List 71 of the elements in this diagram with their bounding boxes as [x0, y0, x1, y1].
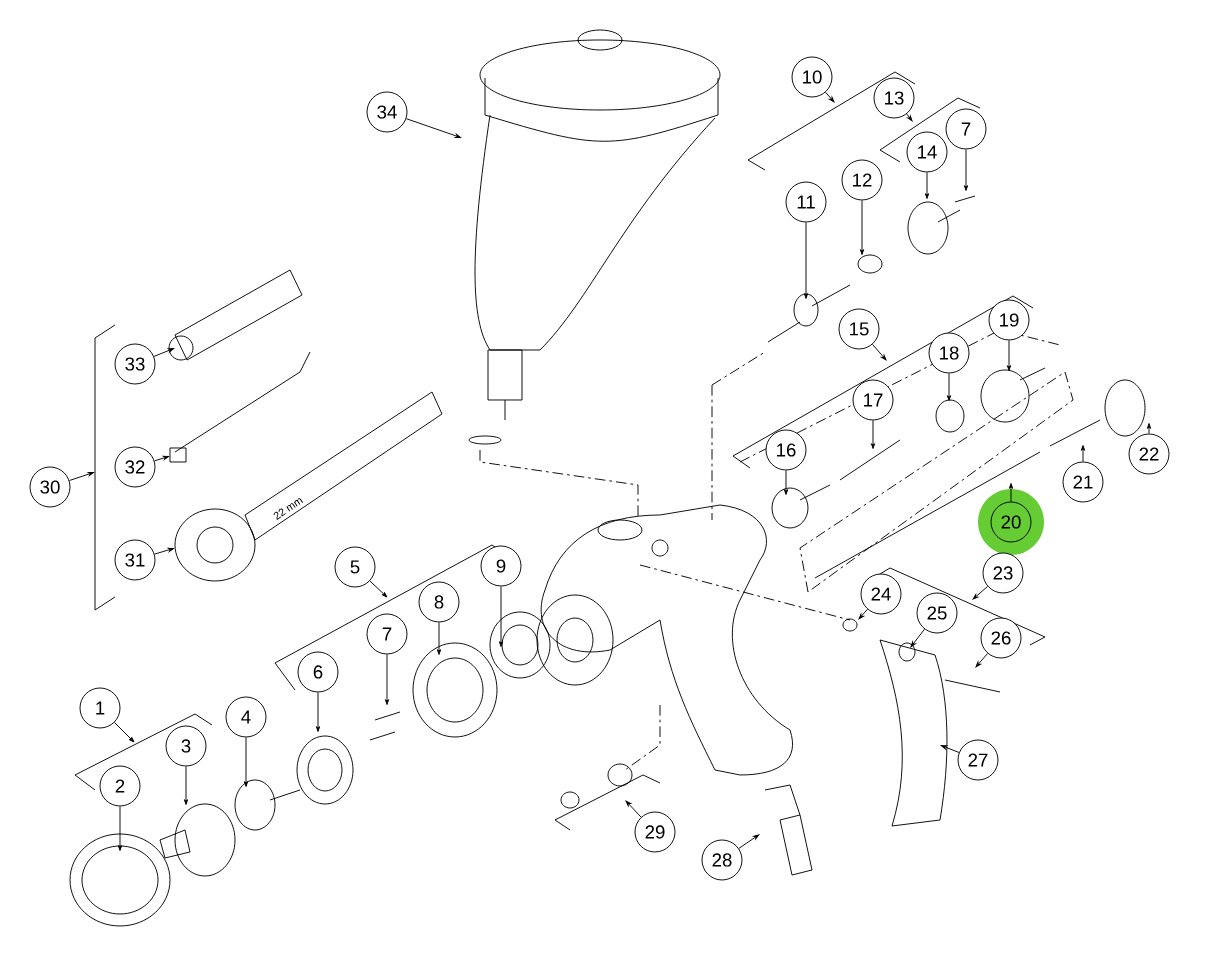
leader-arrow [369, 580, 388, 598]
leader-arrow [114, 722, 135, 743]
leader-arrow [783, 470, 789, 495]
callout-number: 18 [928, 332, 970, 374]
callout-number: 7 [366, 613, 408, 655]
leader-arrow [940, 745, 960, 753]
leader-arrow [243, 737, 249, 787]
callout-number: 21 [1062, 461, 1104, 503]
leader-arrow [1080, 445, 1086, 462]
leader-arrow [436, 622, 442, 655]
callout-number: 8 [418, 581, 460, 623]
leader-arrow [1006, 340, 1012, 371]
callout-number: 22 [1128, 433, 1170, 475]
callout-number: 12 [841, 159, 883, 201]
callout-number: 33 [114, 343, 156, 385]
leader-arrow [1008, 483, 1014, 502]
leader-arrow [972, 585, 989, 600]
leader-arrow [924, 172, 930, 199]
leader-arrow [872, 343, 887, 361]
callout-number: 25 [916, 592, 958, 634]
callout-number: 26 [980, 617, 1022, 659]
callout-number: 32 [114, 446, 156, 488]
leader-arrow [117, 806, 123, 851]
callout-number: 15 [838, 308, 880, 350]
callout-number: 16 [765, 429, 807, 471]
part-label: 22 mm [273, 498, 303, 520]
leader-arrow [870, 420, 876, 449]
callout-number: 2 [99, 765, 141, 807]
leader-arrow [405, 118, 462, 138]
callout-number: 5 [334, 546, 376, 588]
leader-arrow [910, 628, 925, 648]
callout-number: 29 [634, 811, 676, 853]
leader-arrow [825, 91, 835, 103]
callout-number: 1 [79, 687, 121, 729]
callout-number: 30 [29, 466, 71, 508]
leader-arrow [384, 654, 390, 705]
callout-number: 28 [701, 839, 743, 881]
callout-number: 34 [366, 91, 408, 133]
callout-number: 10 [791, 56, 833, 98]
leader-arrow [154, 547, 175, 555]
leader-arrow [153, 348, 175, 357]
leader-arrow [963, 149, 969, 191]
callout-number: 14 [906, 131, 948, 173]
callout-number: 3 [165, 725, 207, 767]
leader-arrow [68, 472, 95, 481]
callout-number: 17 [852, 379, 894, 421]
callout-number: 27 [957, 739, 999, 781]
callout-number: 23 [982, 552, 1024, 594]
callout-number: 11 [785, 181, 827, 223]
callout-number: 7 [945, 108, 987, 150]
callout-number: 9 [480, 545, 522, 587]
leader-arrow [858, 608, 868, 620]
leader-arrow [975, 653, 989, 668]
callout-number: 20 [978, 489, 1044, 555]
callout-number: 24 [860, 573, 902, 615]
leader-arrow [183, 766, 189, 805]
leader-arrow [315, 692, 321, 732]
leader-arrow [946, 373, 952, 401]
callout-number: 6 [297, 651, 339, 693]
leader-arrow [625, 800, 642, 818]
callout-number: 4 [225, 696, 267, 738]
leader-arrow [154, 455, 170, 462]
leader-arrow [803, 222, 809, 299]
callout-number: 31 [114, 539, 156, 581]
leader-arrow [906, 113, 913, 122]
callout-number: 13 [873, 77, 915, 119]
leader-arrow [859, 200, 865, 255]
leader-arrow [738, 834, 760, 849]
leader-arrow [1146, 423, 1152, 434]
callout-number: 19 [988, 299, 1030, 341]
leader-arrow [498, 586, 504, 647]
